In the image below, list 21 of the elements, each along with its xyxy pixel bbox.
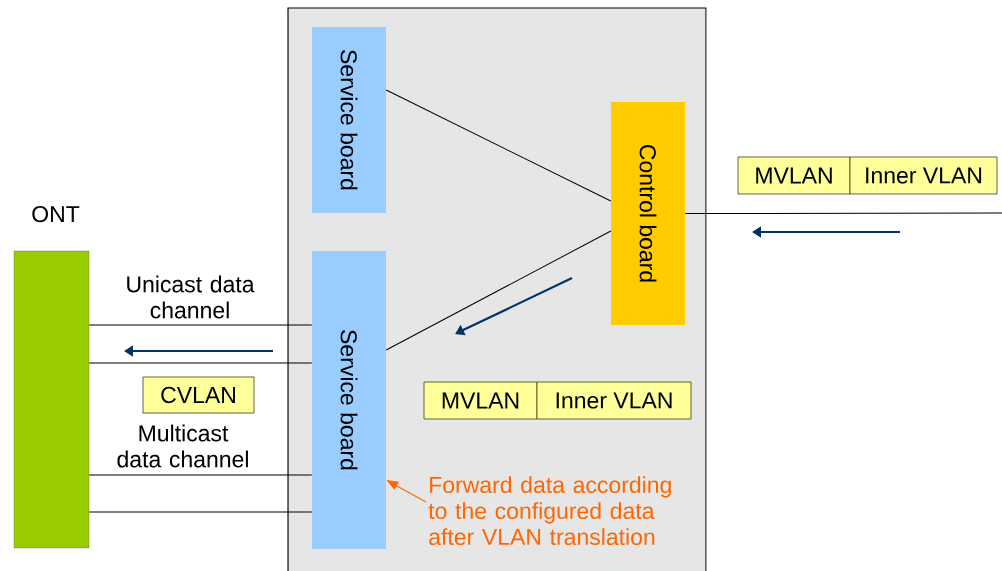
vlan-tag-cell: MVLAN bbox=[737, 156, 851, 195]
connector-line bbox=[88, 324, 313, 326]
edge-label: Unicast data channel bbox=[127, 275, 255, 319]
ont-box: ONT bbox=[13, 205, 90, 549]
callout-text: Forward data according to the configured data after VLAN translation bbox=[428, 476, 671, 546]
connector-line bbox=[385, 89, 612, 202]
vlan-tag-cell: Inner VLAN bbox=[536, 381, 692, 420]
connector-line bbox=[88, 474, 313, 476]
leader-line bbox=[386, 480, 427, 503]
connector-line bbox=[385, 230, 612, 351]
control-board: Control board bbox=[611, 102, 685, 325]
connector-line bbox=[88, 511, 313, 513]
vlan-tag-cell: CVLAN bbox=[142, 376, 255, 414]
edge-label: Multicast data channel bbox=[117, 424, 248, 468]
vlan-tag-cell: Inner VLAN bbox=[849, 156, 998, 195]
vlan-tag-cell: MVLAN bbox=[423, 381, 538, 420]
service-board: Service board bbox=[312, 27, 386, 213]
node-label: ONT bbox=[32, 205, 80, 223]
connector-line bbox=[88, 362, 313, 364]
connector-line bbox=[684, 212, 1002, 214]
service-board: Service board bbox=[312, 251, 386, 549]
